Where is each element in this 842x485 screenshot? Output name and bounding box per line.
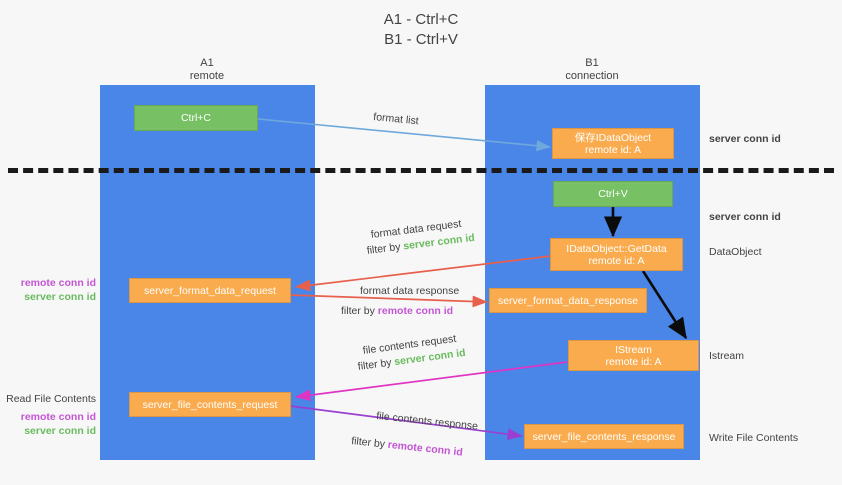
side-label-server-conn-id-top: server conn id [709, 133, 781, 145]
side-label-left-bottom-keys: remote conn id server conn id [8, 410, 96, 438]
key-remote-conn-id: remote conn id [377, 305, 454, 317]
node-server-file-contents-response[interactable]: server_file_contents_response [524, 424, 684, 449]
phase-divider [8, 168, 834, 173]
node-ctrl-v-label: Ctrl+V [598, 188, 628, 200]
node-istream-remote-id: remote id: A [605, 355, 662, 368]
node-idataobject-getdata-remote-id: remote id: A [588, 254, 645, 267]
filter-by-prefix: filter by [341, 305, 378, 317]
side-label-read-file-contents-block: Read File Contents [4, 392, 96, 406]
key-remote-conn-id: remote conn id [20, 411, 96, 423]
filter-by-prefix: filter by [366, 240, 405, 257]
key-server-conn-id: server conn id [24, 425, 96, 437]
filter-by-prefix: filter by [350, 434, 389, 451]
edge-label-format-list: format list [372, 110, 420, 128]
node-server-format-data-request-label: server_format_data_request [144, 284, 276, 297]
side-label-server-conn-id-mid: server conn id [709, 211, 781, 223]
node-save-idataobject-remote-id: remote id: A [584, 143, 642, 156]
side-label-left-mid-keys: remote conn id server conn id [8, 276, 96, 304]
node-server-format-data-response[interactable]: server_format_data_response [489, 288, 647, 313]
lane-a1-subtitle: remote [189, 70, 225, 82]
filter-by-prefix: filter by [357, 356, 396, 373]
side-label-write-file-contents: Write File Contents [709, 432, 799, 444]
key-remote-conn-id: remote conn id [387, 438, 464, 459]
key-remote-conn-id: remote conn id [20, 277, 96, 289]
node-save-idataobject-label: 保存IDataObject [574, 131, 652, 144]
node-idataobject-getdata-label: IDataObject::GetData [566, 242, 667, 255]
side-label-istream: Istream [709, 350, 745, 362]
edge-label-file-contents-response-filter: filter by remote conn id [351, 434, 464, 460]
node-idataobject-getdata[interactable]: IDataObject::GetData remote id: A [550, 238, 683, 271]
node-istream[interactable]: IStream remote id: A [568, 340, 699, 371]
side-label-dataobject: DataObject [709, 246, 762, 258]
edge-label-file-contents-response: file contents response [376, 409, 479, 434]
lane-b1-subtitle: connection [565, 70, 619, 82]
edge-label-format-data-response: format data response [360, 284, 459, 298]
node-server-file-contents-request-label: server_file_contents_request [142, 398, 278, 411]
node-ctrl-c-label: Ctrl+C [180, 112, 212, 124]
node-server-file-contents-response-label: server_file_contents_response [532, 430, 676, 443]
node-istream-label: IStream [615, 343, 652, 356]
lane-a1-title: A1 [200, 57, 214, 69]
lane-b1-title: B1 [585, 57, 599, 69]
lane-header-b1: B1 connection [512, 57, 672, 83]
node-server-format-data-request[interactable]: server_format_data_request [129, 278, 291, 303]
key-server-conn-id: server conn id [24, 291, 96, 303]
side-label-read-file-contents: Read File Contents [6, 393, 96, 405]
node-ctrl-c[interactable]: Ctrl+C [134, 105, 258, 131]
edge-label-file-contents-response-text: file contents response [375, 409, 479, 433]
page-title: A1 - Ctrl+C B1 - Ctrl+V [383, 11, 459, 48]
edge-label-format-data-response-text: format data response [360, 285, 460, 297]
node-server-format-data-response-label: server_format_data_response [497, 294, 639, 307]
node-ctrl-v[interactable]: Ctrl+V [553, 181, 673, 207]
node-save-idataobject[interactable]: 保存IDataObject remote id: A [552, 128, 674, 159]
node-server-file-contents-request[interactable]: server_file_contents_request [129, 392, 291, 417]
lane-header-a1: A1 remote [127, 57, 287, 83]
edge-label-format-data-response-filter: filter by remote conn id [341, 304, 453, 318]
